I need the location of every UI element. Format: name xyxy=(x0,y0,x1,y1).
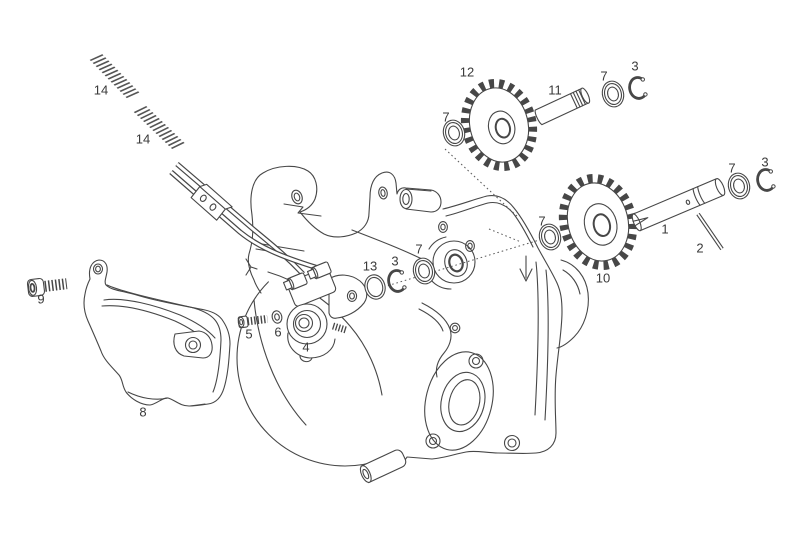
part-label-7-shaft11: 7 xyxy=(600,68,608,84)
part-label-8: 8 xyxy=(139,404,147,420)
gear-10 xyxy=(558,174,638,270)
assembly-axis-gear12 xyxy=(444,148,519,218)
pump-union-left xyxy=(282,272,308,291)
circlip-shaft11 xyxy=(628,76,648,100)
part-label-4: 4 xyxy=(302,339,310,355)
shaft-11 xyxy=(534,87,591,126)
crankcase-spout xyxy=(359,449,407,484)
washer-gear12 xyxy=(442,119,466,147)
part-label-7-gear12: 7 xyxy=(442,109,450,125)
bolt-5 xyxy=(237,314,268,329)
pin-2 xyxy=(696,212,724,251)
cast-arrow-mark xyxy=(519,255,533,282)
part-label-7-pump: 7 xyxy=(415,241,423,257)
part-label-13: 13 xyxy=(362,258,378,274)
part-label-5: 5 xyxy=(245,326,253,342)
circlip-shaft1 xyxy=(756,168,776,192)
washer-gear10 xyxy=(538,223,562,251)
spring-upper xyxy=(89,54,140,99)
assembly-axis-mark xyxy=(488,228,522,243)
part-label-3-pump: 3 xyxy=(391,253,399,269)
washer-13 xyxy=(364,274,386,300)
part-label-2: 2 xyxy=(696,240,704,256)
tube-bracket xyxy=(190,183,233,221)
part-label-14-upper: 14 xyxy=(93,82,109,98)
bolt-9 xyxy=(26,277,68,297)
spring-lower xyxy=(133,105,186,150)
washer-pump xyxy=(412,257,436,285)
washer-6 xyxy=(271,310,283,324)
cover-lug xyxy=(173,330,213,359)
assembly-axis-pump xyxy=(349,237,547,298)
washer-shaft1 xyxy=(727,172,751,200)
part-label-3-shaft1: 3 xyxy=(761,154,769,170)
part-label-9: 9 xyxy=(37,291,45,307)
part-label-10: 10 xyxy=(595,270,611,286)
pump-union-right xyxy=(306,261,332,280)
part-label-14-lower: 14 xyxy=(135,131,151,147)
part-label-3-shaft11: 3 xyxy=(631,58,639,74)
part-label-7-shaft1: 7 xyxy=(728,160,736,176)
oil-pump xyxy=(282,261,368,363)
circlip-pump xyxy=(387,269,407,293)
part-label-6: 6 xyxy=(274,324,282,340)
crankcase-oval-face xyxy=(424,351,494,451)
cover-8 xyxy=(83,259,231,407)
shaft-1 xyxy=(631,178,726,232)
crankcase xyxy=(236,163,589,484)
oil-pump-tubes xyxy=(169,162,319,276)
part-label-1: 1 xyxy=(661,221,669,237)
part-label-11: 11 xyxy=(548,82,562,98)
part-label-12: 12 xyxy=(459,64,475,80)
washer-shaft11 xyxy=(601,80,625,108)
part-label-7-gear10: 7 xyxy=(538,213,546,229)
pump-boss xyxy=(432,240,476,284)
gear-12 xyxy=(460,78,538,172)
